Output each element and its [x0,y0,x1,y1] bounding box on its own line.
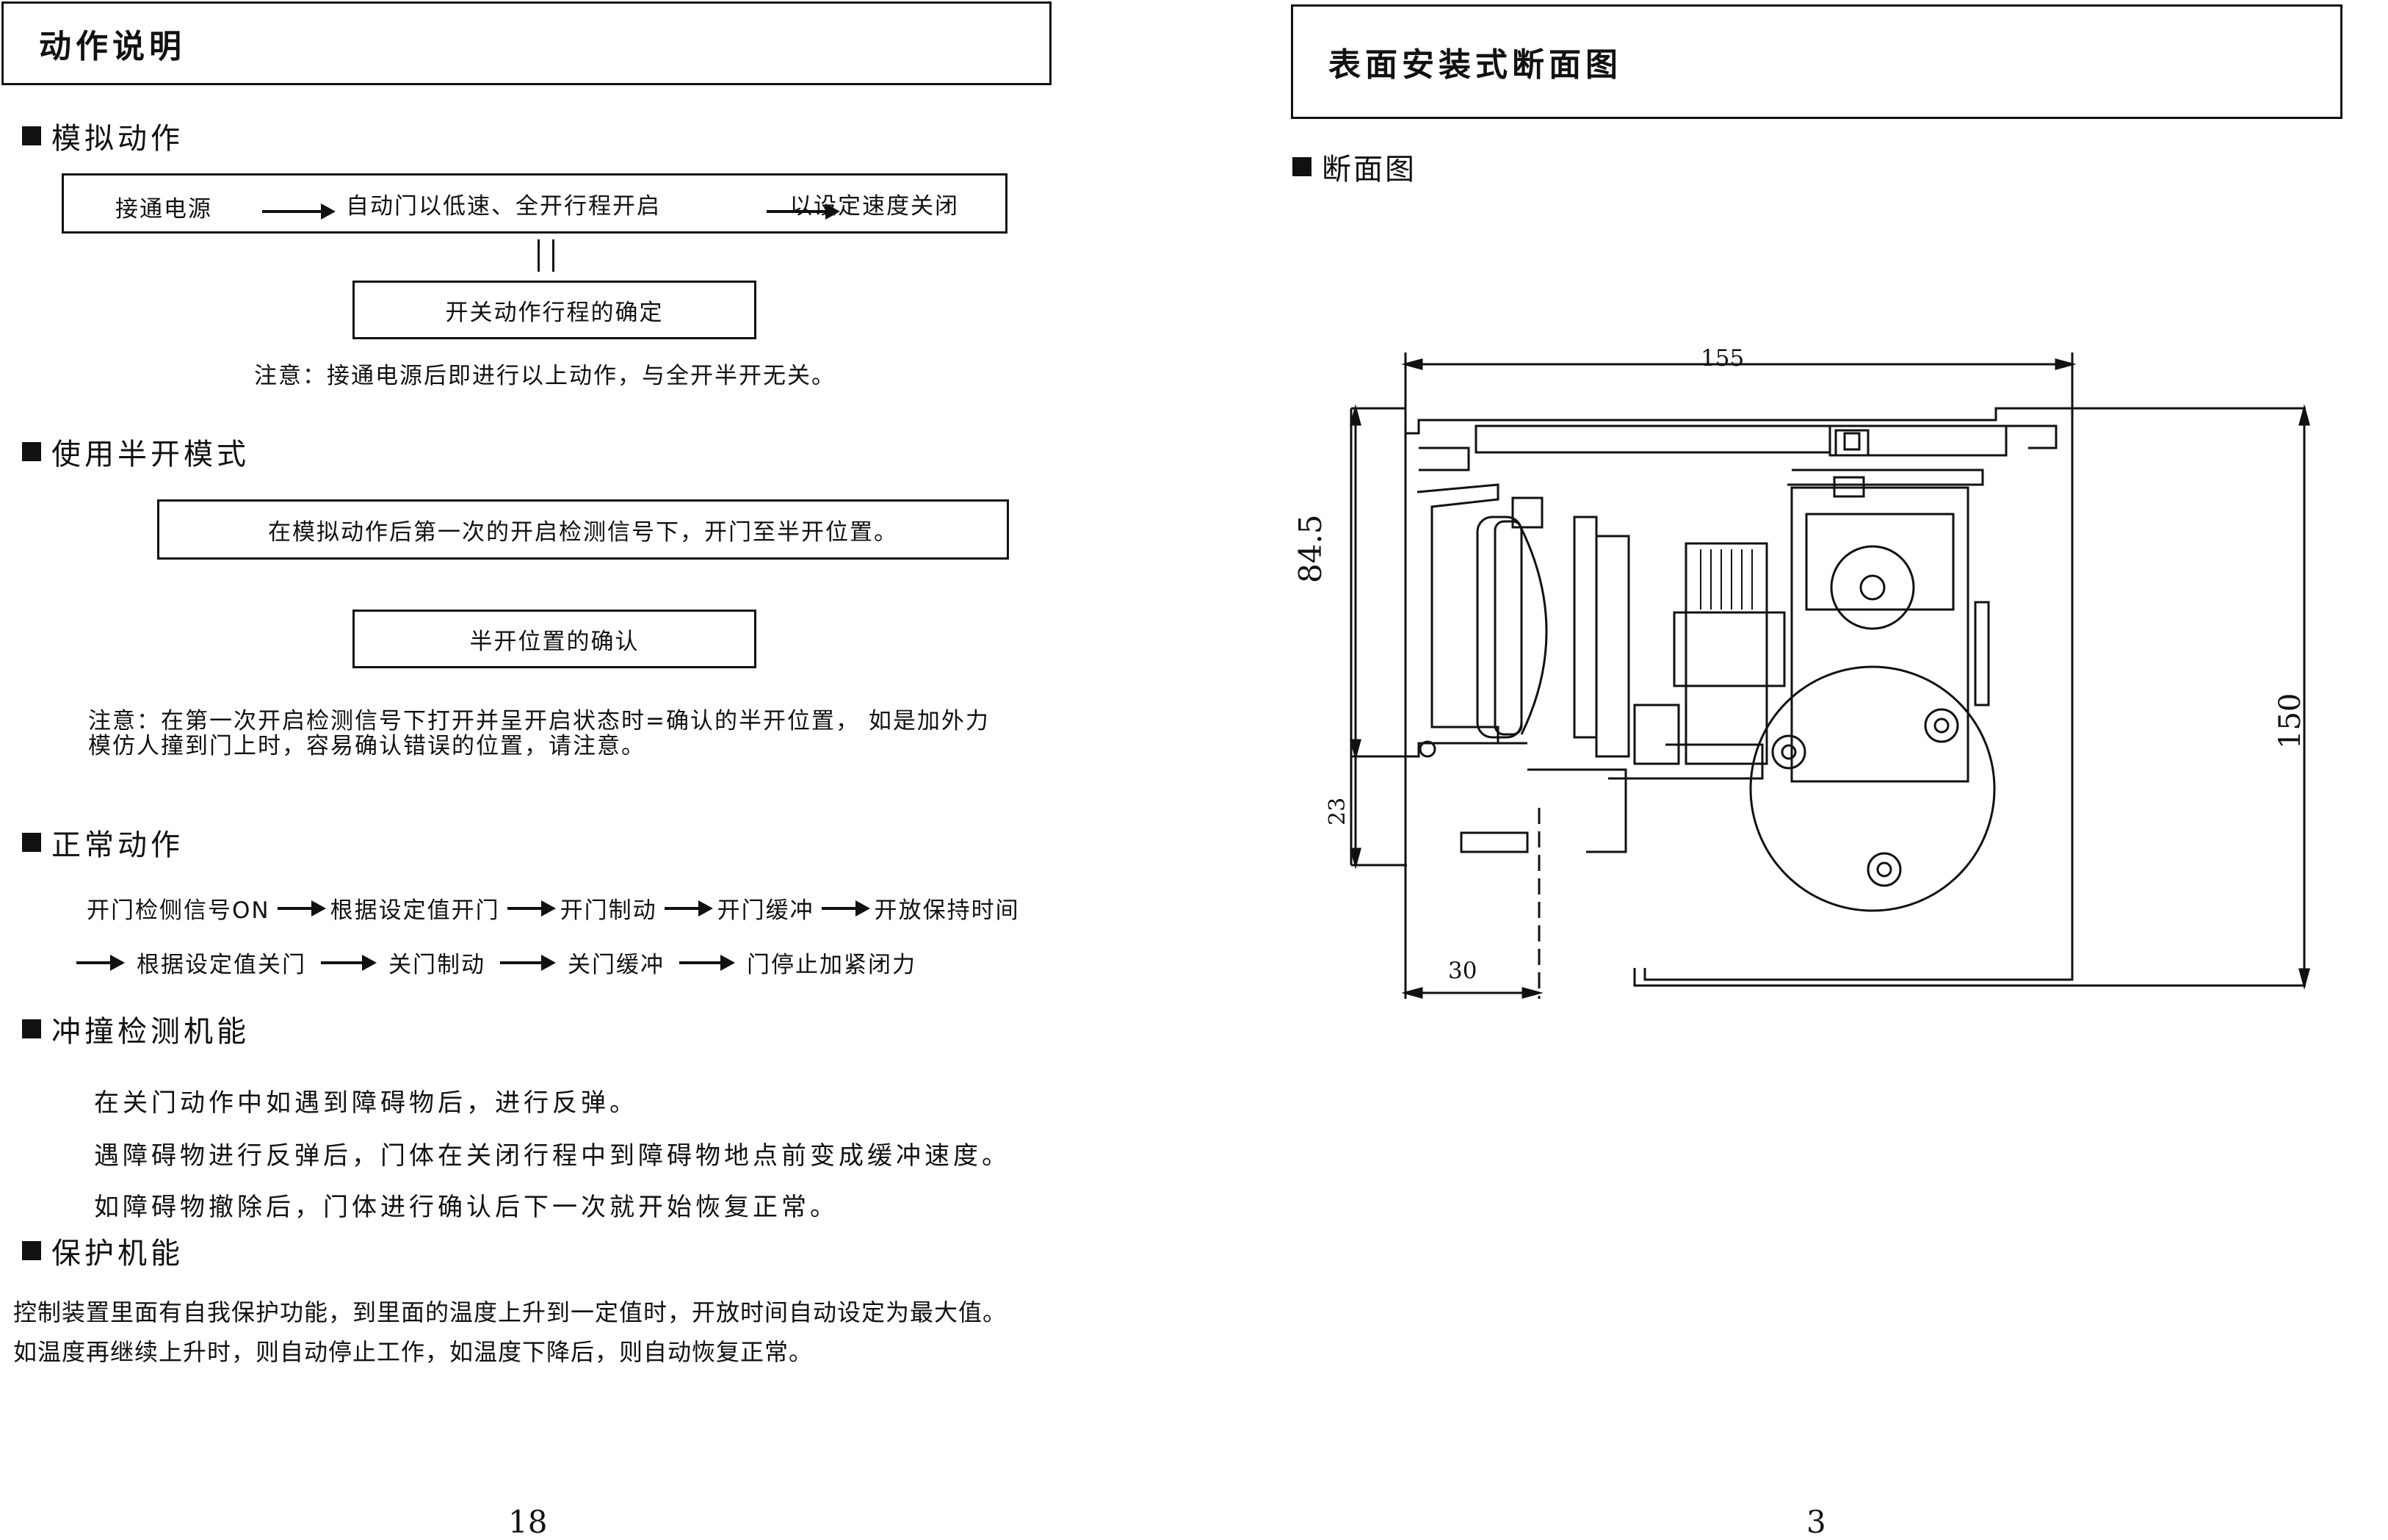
normal-step: 关门缓冲 [568,952,665,978]
protect-line-1: 控制装置里面有自我保护功能，到里面的温度上升到一定值时，开放时间自动设定为最大值… [13,1298,1007,1326]
section-heading: 断面图 [1292,145,1416,188]
normal-step: 开门缓冲 [717,897,814,924]
bullet-square-icon [1292,157,1311,176]
normal-heading: 正常动作 [22,821,184,864]
dim-left-lower-label: 23 [1325,797,1350,825]
right-header-title: 表面安装式断面图 [1328,46,1622,84]
arrow-right-icon [277,900,326,917]
dim-left-upper-label: 84.5 [1292,514,1328,583]
double-line-connector [552,239,554,272]
left-header-box: 动作说明 [1,1,1052,85]
arrow-right-icon [76,954,125,971]
normal-flow-row-1: 开门检侧信号ON 根据设定值开门 开门制动 开门缓冲 开放保持时间 [87,892,1020,925]
half-heading-text: 使用半开模式 [51,438,250,471]
dim-right-label: 150 [2273,693,2307,749]
bullet-square-icon [22,442,41,461]
protect-heading-text: 保护机能 [51,1237,184,1270]
bullet-square-icon [22,1241,41,1260]
left-header-title: 动作说明 [39,28,186,65]
arrow-right-icon [262,203,336,220]
sim-sub-box: 开关动作行程的确定 [352,281,756,339]
right-header-box: 表面安装式断面图 [1291,4,2342,119]
arrow-right-icon [507,900,556,917]
sim-flow-box: 接通电源 自动门以低速、全开行程开启 以设定速度关闭 [62,173,1007,234]
sim-sub-box-text: 开关动作行程的确定 [445,299,664,326]
arrow-right-icon [679,954,735,971]
collision-line-3: 如障碍物撤除后，门体进行确认后下一次就开始恢复正常。 [94,1193,839,1222]
sim-flow-step-1: 接通电源 [115,196,212,223]
half-heading: 使用半开模式 [22,430,250,473]
bullet-square-icon [22,126,41,145]
protect-heading: 保护机能 [22,1229,184,1272]
collision-heading-text: 冲撞检测机能 [51,1015,250,1049]
normal-step: 根据设定值关门 [137,952,306,978]
arrow-right-icon [767,203,841,220]
arrow-right-icon [321,954,377,971]
normal-step: 开门制动 [560,897,657,924]
normal-step: 根据设定值开门 [330,897,500,924]
sim-flow-step-3: 以设定速度关闭 [789,193,959,220]
half-box-2: 半开位置的确认 [352,610,756,668]
arrow-right-icon [664,900,713,917]
bullet-square-icon [22,833,41,852]
collision-line-1: 在关门动作中如遇到障碍物后，进行反弹。 [94,1088,638,1118]
normal-step: 开放保持时间 [874,897,1020,924]
sim-heading-text: 模拟动作 [51,122,184,156]
sim-note: 注意：接通电源后即进行以上动作，与全开半开无关。 [254,363,836,389]
dim-top-label: 155 [1701,345,1745,372]
normal-step: 关门制动 [388,952,485,978]
left-page-number: 18 [508,1504,548,1540]
normal-heading-text: 正常动作 [51,828,184,862]
normal-step: 门停止加紧闭力 [747,952,916,978]
half-note-line-1: 注意：在第一次开启检测信号下打开并呈开启状态时=确认的半开位置， 如是加外力 [88,708,990,734]
sim-heading: 模拟动作 [22,115,184,157]
dim-bottom-label: 30 [1448,958,1477,984]
bullet-square-icon [22,1019,41,1038]
arrow-right-icon [821,900,870,917]
half-box-1-text: 在模拟动作后第一次的开启检测信号下，开门至半开位置。 [268,518,898,546]
arrow-right-icon [500,954,556,971]
protect-line-2: 如温度再继续上升时，则自动停止工作，如温度下降后，则自动恢复正常。 [13,1338,814,1366]
right-page-number: 3 [1806,1504,1826,1540]
collision-heading: 冲撞检测机能 [22,1008,250,1050]
sim-flow-step-2: 自动门以低速、全开行程开启 [346,193,661,220]
normal-step: 开门检侧信号ON [87,897,270,924]
half-box-1: 在模拟动作后第一次的开启检测信号下，开门至半开位置。 [157,499,1009,560]
double-line-connector [538,239,540,272]
collision-line-2: 遇障碍物进行反弹后，门体在关闭行程中到障碍物地点前变成缓冲速度。 [94,1141,1010,1171]
half-box-2-text: 半开位置的确认 [469,628,640,655]
section-heading-text: 断面图 [1322,153,1416,187]
normal-flow-row-2: 根据设定值关门 关门制动 关门缓冲 门停止加紧闭力 [76,946,924,979]
half-note-line-2: 模仿人撞到门上时，容易确认错误的位置，请注意。 [88,733,645,759]
